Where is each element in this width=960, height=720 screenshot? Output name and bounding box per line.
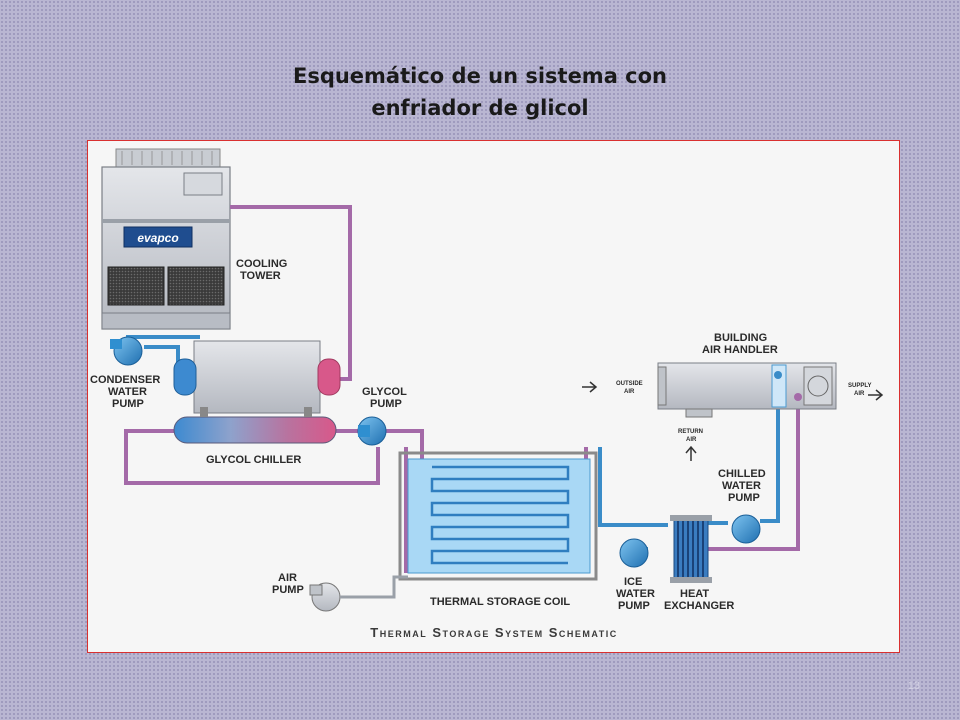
label-glycol-pump-1: GLYCOL — [362, 386, 407, 398]
label-chilled-3: PUMP — [728, 492, 760, 504]
air-pump-icon — [309, 575, 408, 612]
schematic-caption: Thermal Storage System Schematic — [370, 625, 617, 640]
label-cooling-tower-2: TOWER — [240, 270, 281, 282]
condenser-pump-icon — [110, 336, 143, 366]
label-heat-1: HEAT — [680, 588, 709, 600]
label-condenser-1: CONDENSER — [90, 374, 160, 386]
label-condenser-2: WATER — [108, 386, 147, 398]
label-ice-1: ICE — [624, 576, 642, 588]
label-heat-2: EXCHANGER — [664, 600, 734, 612]
slide-title-line-2: enfriador de glicol — [371, 96, 589, 120]
chilled-water-pump-icon — [731, 514, 761, 544]
glycol-chiller — [173, 340, 341, 444]
label-ice-3: PUMP — [618, 600, 650, 612]
label-condenser-3: PUMP — [112, 398, 144, 410]
label-chilled-2: WATER — [722, 480, 761, 492]
schematic-diagram: evapco — [90, 148, 884, 640]
slide-title-line-1: Esquemático de un sistema con — [292, 64, 667, 88]
label-return-1: RETURN — [678, 429, 703, 435]
label-building-2: AIR HANDLER — [702, 344, 778, 356]
glycol-pump-icon — [357, 416, 387, 446]
page-number: 13 — [907, 680, 920, 692]
label-glycol-pump-2: PUMP — [370, 398, 402, 410]
label-return-2: AIR — [686, 437, 697, 443]
label-chilled-1: CHILLED — [718, 468, 766, 480]
building-air-handler — [582, 362, 884, 461]
label-outside-1: OUTSIDE — [616, 381, 643, 387]
slide-title: Esquemático de un sistema con enfriador … — [0, 60, 960, 124]
label-air-pump-2: PUMP — [272, 584, 304, 596]
label-supply-1: SUPPLY — [848, 383, 871, 389]
heat-exchanger — [670, 515, 712, 583]
component-labels: COOLING TOWER CONDENSER WATER PUMP GLYCO… — [90, 258, 871, 640]
label-glycol-chiller: GLYCOL CHILLER — [206, 454, 301, 466]
label-supply-2: AIR — [854, 391, 865, 397]
ice-water-pump-icon — [619, 538, 649, 568]
label-air-pump-1: AIR — [278, 572, 297, 584]
schematic-frame: evapco — [87, 140, 900, 653]
label-outside-2: AIR — [624, 389, 635, 395]
label-cooling-tower-1: COOLING — [236, 258, 287, 270]
label-ice-2: WATER — [616, 588, 655, 600]
thermal-storage-tank — [398, 451, 598, 581]
label-building-1: BUILDING — [714, 332, 767, 344]
label-storage-coil: THERMAL STORAGE COIL — [430, 596, 570, 608]
brand-logo: evapco — [137, 231, 178, 245]
cooling-tower: evapco — [101, 148, 231, 330]
